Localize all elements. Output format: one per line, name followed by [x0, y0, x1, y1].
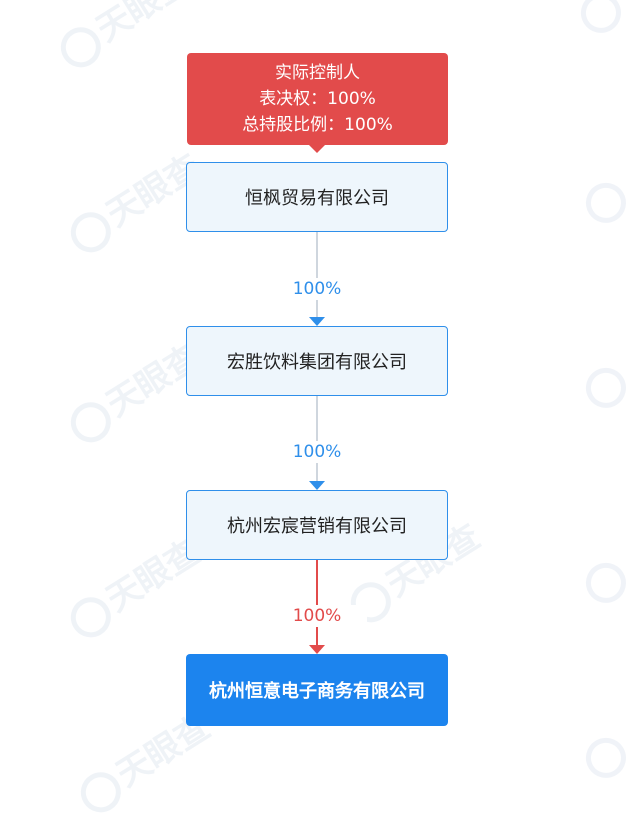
company-node-3[interactable]: 杭州宏宸营销有限公司 [186, 490, 448, 560]
voting-right-text: 表决权：100% [259, 89, 376, 109]
watermark-logo: 天眼查 [48, 0, 198, 75]
company-node-target[interactable]: 杭州恒意电子商务有限公司 [186, 654, 448, 726]
edge-percent: 100% [267, 605, 367, 627]
watermark-logo [577, 726, 636, 786]
edge-line [316, 396, 318, 481]
arrow-down-icon [309, 317, 325, 326]
watermark-logo [577, 551, 636, 611]
edge-percent: 100% [267, 441, 367, 463]
controller-pointer [309, 145, 325, 153]
company-node-1[interactable]: 恒枫贸易有限公司 [186, 162, 448, 232]
company-name: 恒枫贸易有限公司 [245, 188, 389, 209]
edge-line [316, 560, 318, 645]
watermark-logo [577, 356, 636, 416]
company-name: 杭州恒意电子商务有限公司 [209, 681, 425, 702]
edge-line [316, 232, 318, 317]
company-name: 宏胜饮料集团有限公司 [227, 352, 407, 373]
arrow-down-icon [309, 481, 325, 490]
company-name: 杭州宏宸营销有限公司 [227, 516, 407, 537]
company-node-2[interactable]: 宏胜饮料集团有限公司 [186, 326, 448, 396]
controller-title: 实际控制人 [275, 63, 360, 83]
watermark-logo [572, 0, 631, 41]
watermark-logo [577, 171, 636, 231]
edge-percent: 100% [267, 278, 367, 300]
actual-controller-box[interactable]: 实际控制人 表决权：100% 总持股比例：100% [187, 53, 448, 145]
arrow-down-icon [309, 645, 325, 654]
total-share-text: 总持股比例：100% [242, 115, 393, 135]
